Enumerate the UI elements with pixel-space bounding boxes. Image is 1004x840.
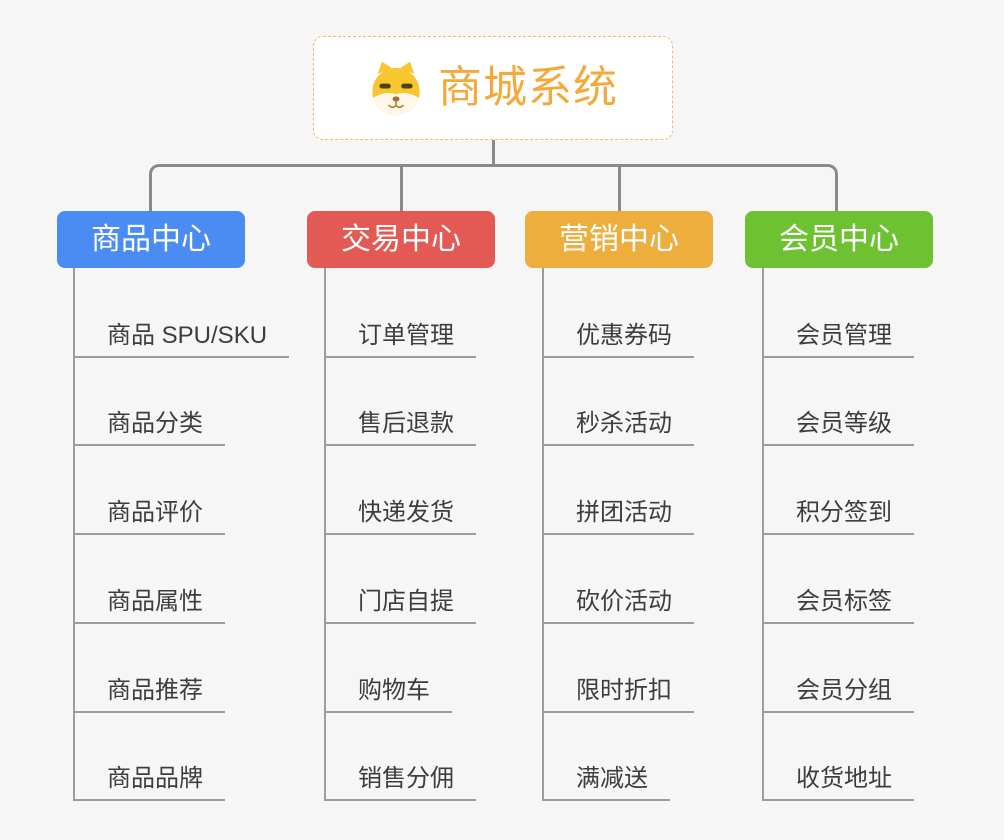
branch-header-trade-center[interactable]: 交易中心	[307, 211, 495, 268]
leaf-node[interactable]: 会员分组	[762, 675, 914, 713]
connector-drop	[618, 164, 621, 211]
leaf-node[interactable]: 收货地址	[762, 763, 914, 801]
leaf-node[interactable]: 优惠券码	[542, 320, 694, 358]
connector-bus	[149, 164, 838, 211]
branch-header-product-center[interactable]: 商品中心	[57, 211, 245, 268]
leaf-node[interactable]: 积分签到	[762, 497, 914, 535]
leaf-node[interactable]: 会员标签	[762, 586, 914, 624]
root-title: 商城系统	[438, 63, 618, 112]
leaf-node[interactable]: 拼团活动	[542, 497, 694, 535]
leaf-node[interactable]: 限时折扣	[542, 675, 694, 713]
leaf-node[interactable]: 订单管理	[324, 320, 476, 358]
branch-header-member-center[interactable]: 会员中心	[745, 211, 933, 268]
root-node[interactable]: 商城系统	[313, 36, 673, 140]
leaf-node[interactable]: 会员等级	[762, 408, 914, 446]
leaf-node[interactable]: 会员管理	[762, 320, 914, 358]
branch-header-marketing-center[interactable]: 营销中心	[525, 211, 713, 268]
leaf-node[interactable]: 商品 SPU/SKU	[73, 320, 290, 358]
leaf-node[interactable]: 砍价活动	[542, 586, 694, 624]
leaf-node[interactable]: 购物车	[324, 675, 452, 713]
leaf-node[interactable]: 门店自提	[324, 586, 476, 624]
leaf-node[interactable]: 商品属性	[73, 586, 225, 624]
leaf-node[interactable]: 快递发货	[324, 497, 476, 535]
leaf-node[interactable]: 售后退款	[324, 408, 476, 446]
leaf-node[interactable]: 销售分佣	[324, 763, 476, 801]
leaf-node[interactable]: 商品推荐	[73, 675, 225, 713]
leaf-node[interactable]: 满减送	[542, 763, 670, 801]
connector-drop	[400, 164, 403, 211]
leaf-node[interactable]: 商品品牌	[73, 763, 225, 801]
leaf-node[interactable]: 秒杀活动	[542, 408, 694, 446]
connector-root-stem	[492, 140, 495, 167]
leaf-node[interactable]: 商品分类	[73, 408, 225, 446]
shiba-dog-icon	[368, 60, 424, 116]
leaf-node[interactable]: 商品评价	[73, 497, 225, 535]
